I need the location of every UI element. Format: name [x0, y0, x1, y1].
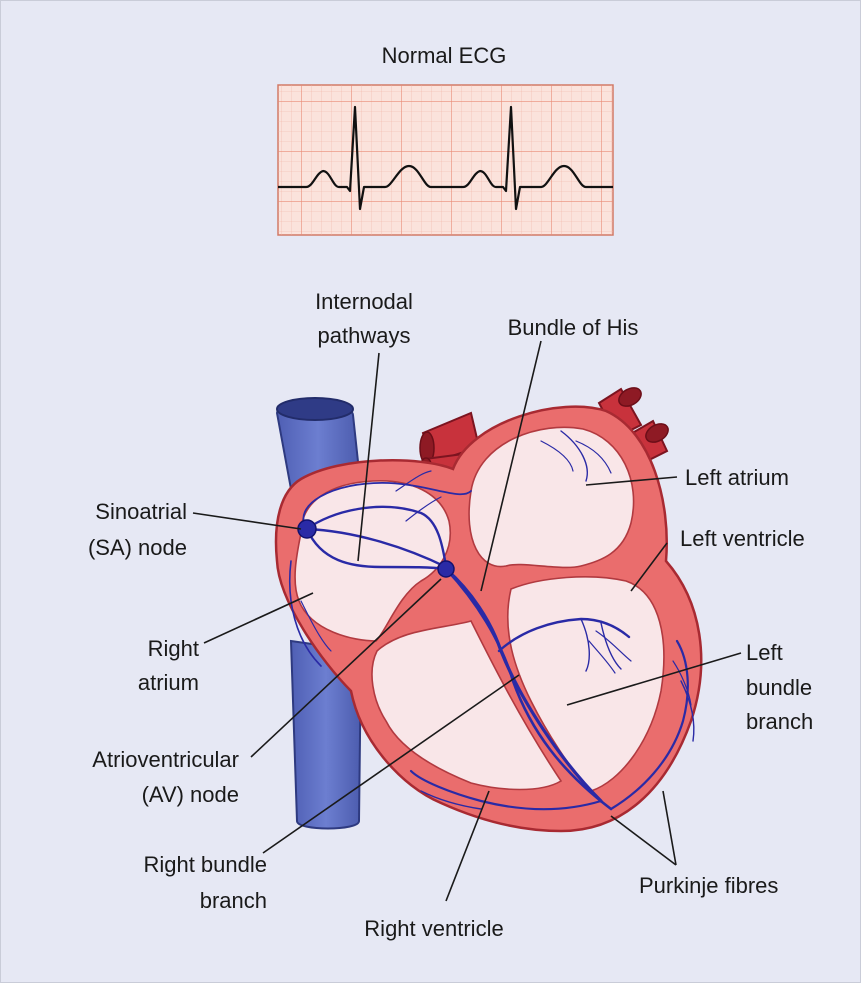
label-sa-2: (SA) node	[88, 535, 187, 560]
heart	[276, 384, 701, 831]
label-right-atrium-2: atrium	[138, 670, 199, 695]
ecg-title: Normal ECG	[382, 43, 507, 68]
label-left-bundle-1: Left	[746, 640, 783, 665]
label-left-bundle-3: branch	[746, 709, 813, 734]
label-left-bundle-2: bundle	[746, 675, 812, 700]
label-right-ventricle: Right ventricle	[364, 916, 503, 941]
label-sa-1: Sinoatrial	[95, 499, 187, 524]
label-internodal-2: pathways	[318, 323, 411, 348]
label-bundle-of-his: Bundle of His	[508, 315, 639, 340]
label-left-atrium: Left atrium	[685, 465, 789, 490]
label-right-atrium-1: Right	[148, 636, 199, 661]
label-internodal-1: Internodal	[315, 289, 413, 314]
label-right-bundle-2: branch	[200, 888, 267, 913]
label-left-ventricle: Left ventricle	[680, 526, 805, 551]
label-right-bundle-1: Right bundle	[143, 852, 267, 877]
av-node	[438, 561, 454, 577]
ecg-strip	[278, 85, 613, 235]
label-av-1: Atrioventricular	[92, 747, 239, 772]
label-av-2: (AV) node	[142, 782, 239, 807]
label-purkinje: Purkinje fibres	[639, 873, 778, 898]
